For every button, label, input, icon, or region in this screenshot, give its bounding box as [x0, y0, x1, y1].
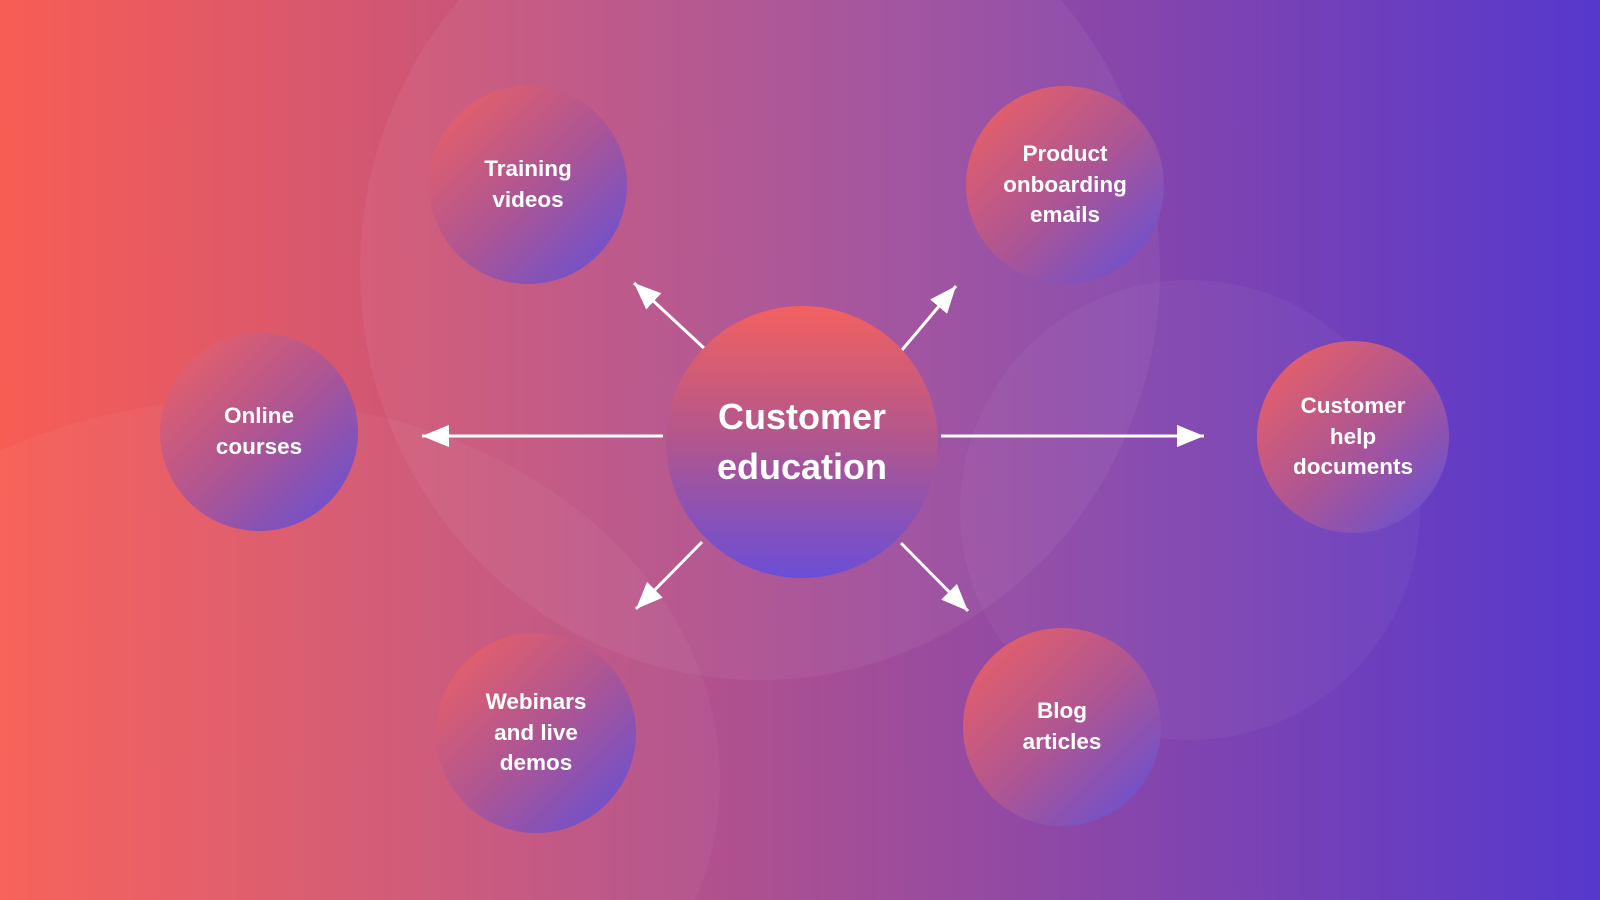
node-label: Online courses	[215, 403, 303, 459]
node-customer-education: Customer education	[666, 306, 938, 578]
node-online-courses: Online courses	[160, 333, 358, 531]
node-blog-articles: Blog articles	[963, 628, 1161, 826]
node-label: Customer education	[716, 395, 887, 487]
node-webinars-and-live-demos: Webinars and live demos	[436, 633, 636, 833]
node-label: Customer help documents	[1292, 393, 1413, 480]
node-label: Training videos	[484, 156, 572, 212]
node-customer-help-documents: Customer help documents	[1257, 341, 1449, 533]
node-product-onboarding-emails: Product onboarding emails	[966, 86, 1164, 284]
node-label: Blog articles	[1022, 698, 1102, 754]
background-blob	[0, 400, 720, 900]
arrow-bottom-left	[634, 540, 704, 611]
node-label: Webinars and live demos	[485, 689, 587, 776]
arrow-top-left	[632, 281, 707, 351]
arrow-bottom-right	[899, 541, 970, 613]
arrow-top-right	[900, 285, 958, 351]
node-training-videos: Training videos	[429, 86, 627, 284]
node-label: Product onboarding emails	[1003, 141, 1127, 228]
